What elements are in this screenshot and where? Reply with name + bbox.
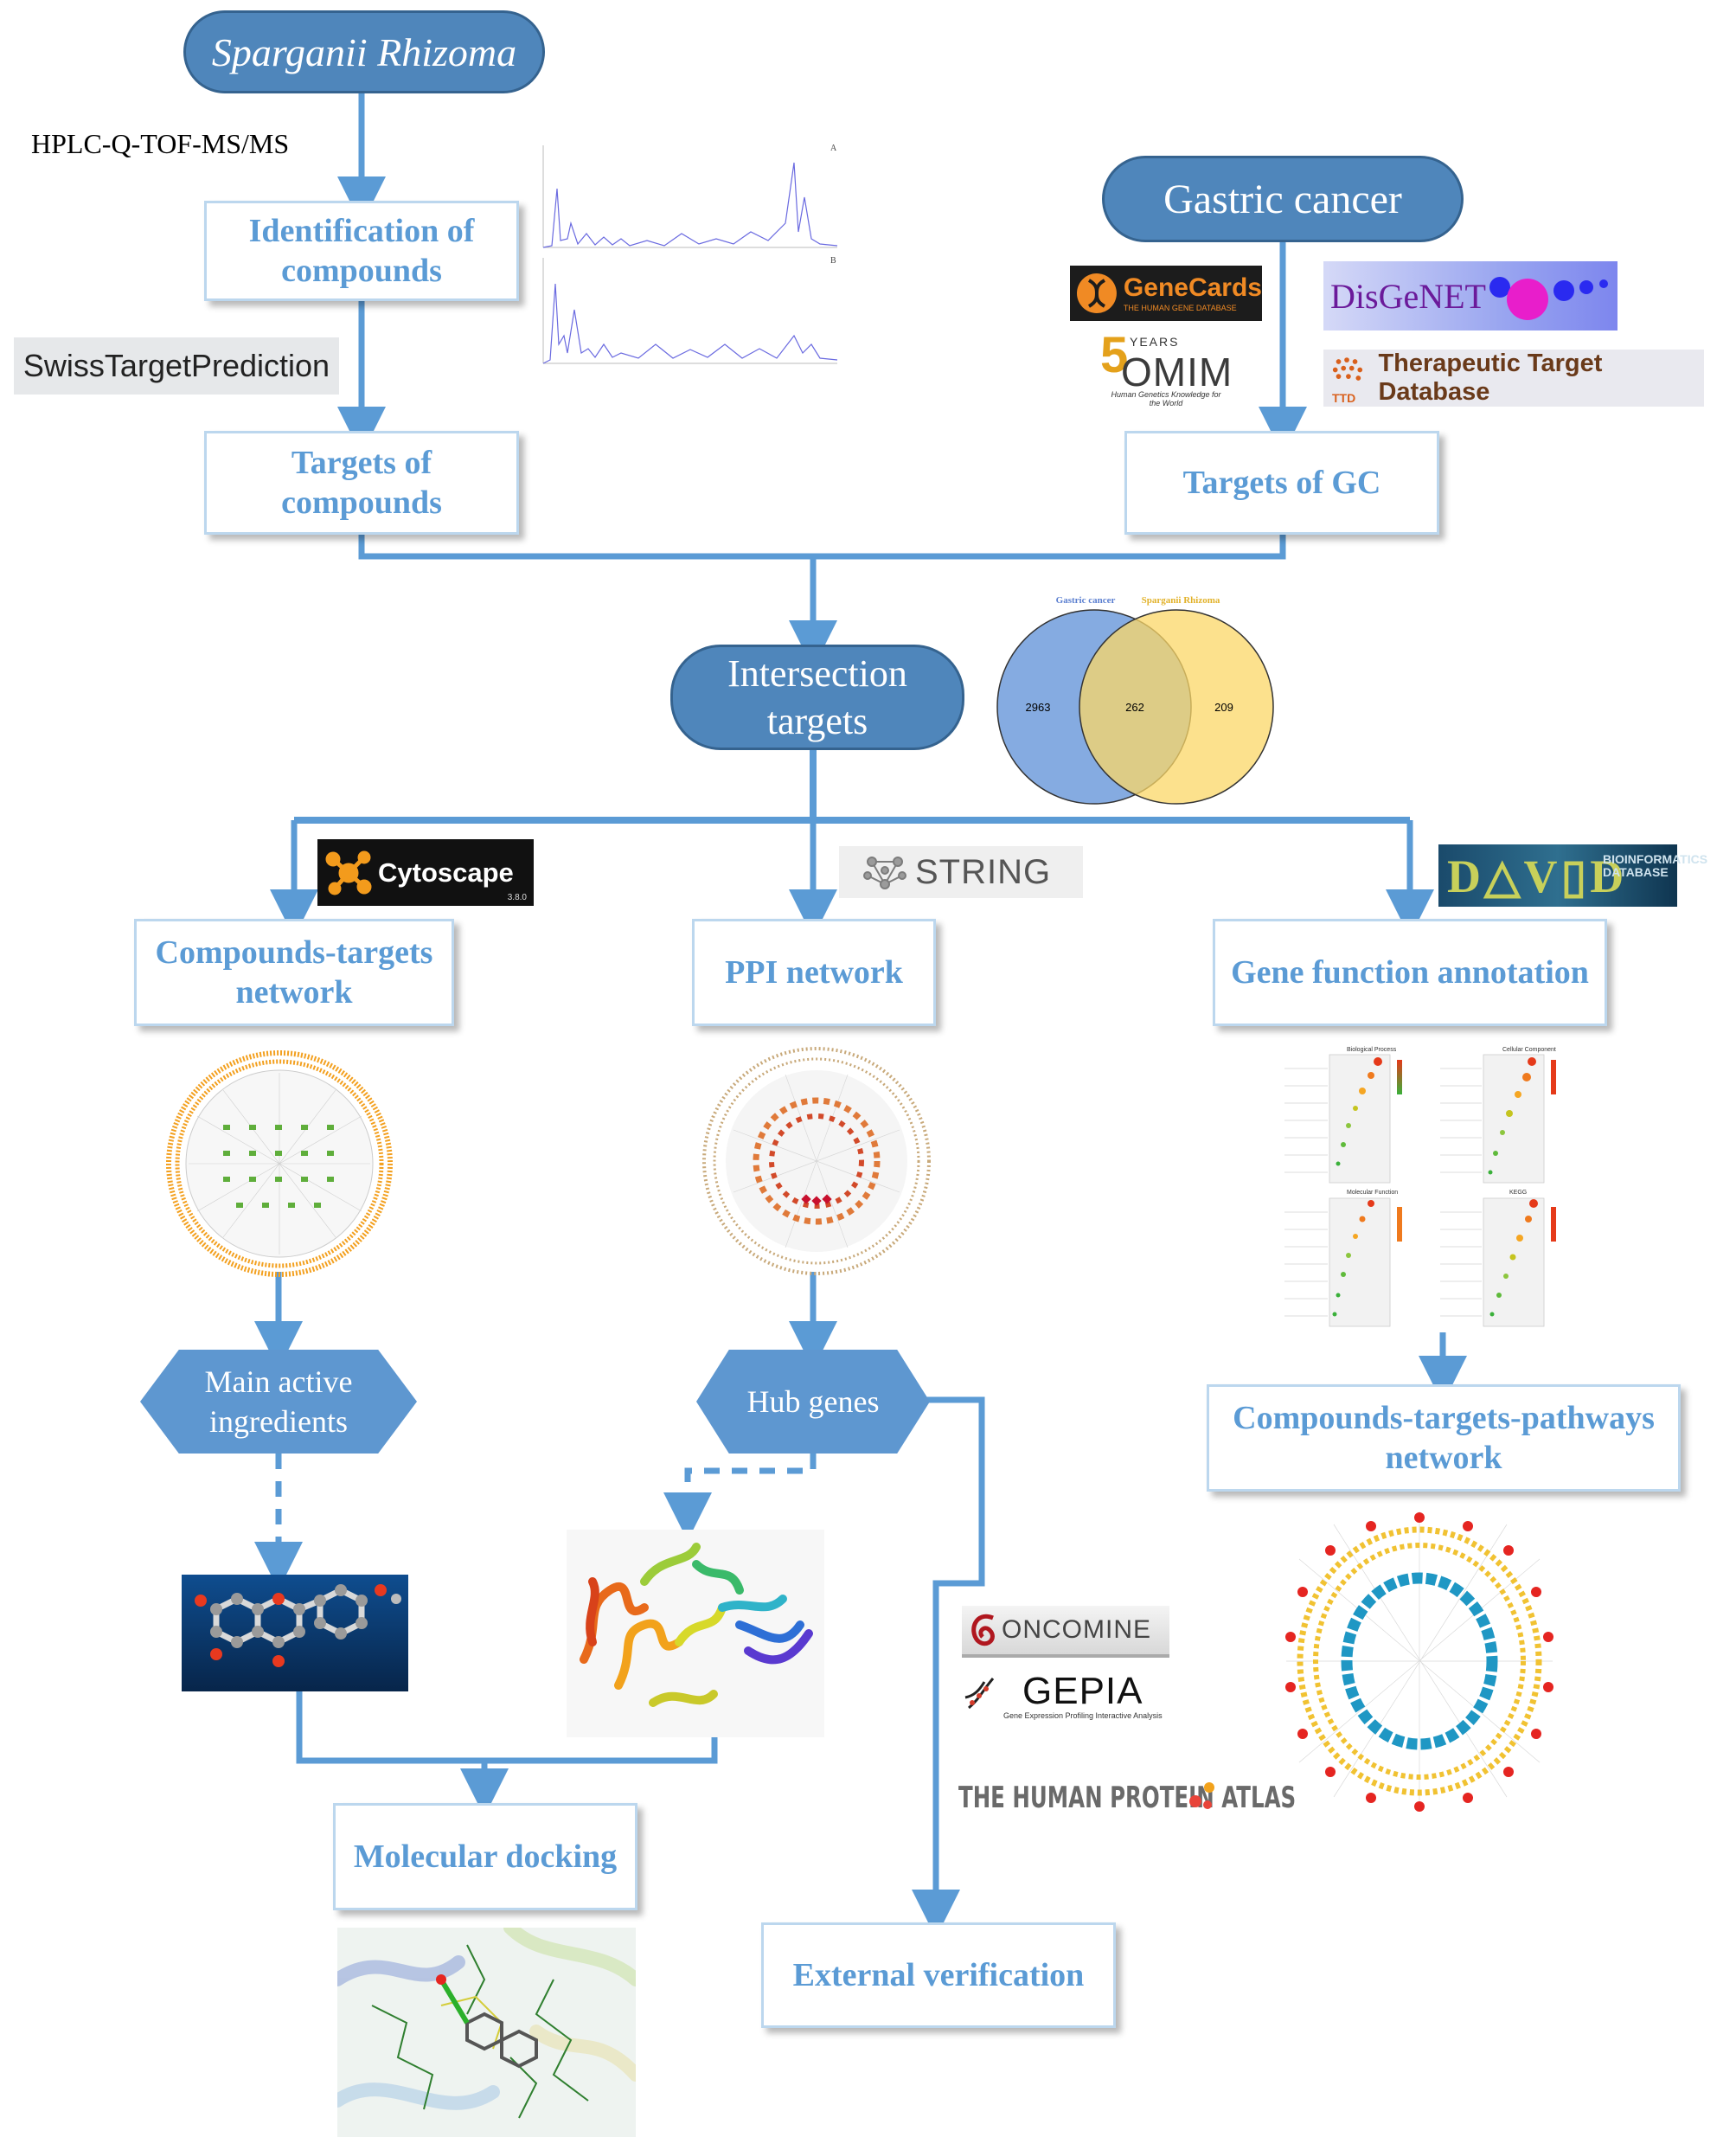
cytoscape-network-icon (325, 850, 372, 895)
ttd-logo: TTD Therapeutic Target Database (1323, 350, 1704, 407)
hub-genes-node: Hub genes (696, 1350, 930, 1454)
venn-right-only: 209 (1214, 701, 1233, 714)
go-mf-title: Molecular Function (1347, 1190, 1398, 1196)
genecards-logo: GeneCards THE HUMAN GENE DATABASE (1070, 266, 1262, 321)
genecards-dna-icon (1076, 273, 1117, 313)
cytoscape-name: Cytoscape (378, 857, 514, 888)
gepia-name: GEPIA (1022, 1670, 1143, 1712)
venn-left-label: Gastric cancer (1056, 595, 1116, 606)
ppi-network-thumbnail (702, 1047, 931, 1275)
venn-overlap: 262 (1125, 701, 1144, 714)
chromatogram-label-b: B (830, 256, 836, 266)
chromatogram-label-a: A (830, 144, 837, 153)
compounds-targets-network-thumbnail (166, 1050, 393, 1277)
oncomine-logo: ONCOMINE (962, 1606, 1169, 1658)
venn-diagram: Gastric cancer Sparganii Rhizoma 2963 26… (996, 595, 1274, 805)
go-kegg-title: KEGG (1509, 1190, 1527, 1196)
ppi-network-box: PPI network (692, 919, 936, 1026)
oncomine-name: ONCOMINE (1002, 1615, 1151, 1644)
protein-structure-thumbnail (567, 1530, 824, 1737)
go-bp-title: Biological Process (1347, 1047, 1397, 1053)
hplc-label: HPLC-Q-TOF-MS/MS (31, 128, 290, 159)
go-cc-title: Cellular Component (1502, 1047, 1556, 1053)
human-protein-atlas-logo: THE HUMAN PROTEIN ATLAS (958, 1775, 1296, 1824)
molecular-docking-box: Molecular docking (333, 1803, 637, 1910)
gepia-logo: GEPIA Gene Expression Profiling Interact… (962, 1670, 1169, 1722)
string-name: STRING (915, 852, 1052, 891)
hpa-name: THE HUMAN PROTEIN ATLAS (958, 1781, 1297, 1815)
gepia-subtitle: Gene Expression Profiling Interactive An… (1003, 1711, 1163, 1720)
venn-right-label: Sparganii Rhizoma (1142, 595, 1220, 606)
string-logo: STRING (839, 846, 1083, 898)
molecule-structure-thumbnail (182, 1575, 408, 1691)
compounds-targets-pathways-network-box: Compounds-targets-pathways network (1207, 1384, 1681, 1492)
ttd-abbr: TTD (1332, 391, 1356, 405)
hpa-dots-icon (1189, 1782, 1214, 1809)
main-active-ingredients-node: Main active ingredients (140, 1350, 417, 1454)
genecards-name: GeneCards (1123, 273, 1262, 302)
intersection-targets-node: Intersection targets (670, 645, 964, 750)
gastric-cancer-node: Gastric cancer (1102, 156, 1464, 242)
david-logo: D△V▯D BIOINFORMATICS DATABASE (1438, 844, 1708, 907)
venn-right-circle (1079, 609, 1274, 805)
cytoscape-logo: Cytoscape 3.8.0 (317, 839, 534, 906)
docking-pose-thumbnail (337, 1928, 636, 2137)
chromatogram-thumbnail: A B (542, 144, 838, 364)
string-network-icon (863, 857, 906, 889)
omim-logo: 5 YEARS OMIM Human Genetics Knowledge fo… (1100, 327, 1233, 408)
external-verification-box: External verification (761, 1922, 1116, 2028)
targets-of-compounds-box: Targets of compounds (204, 431, 519, 535)
omim-name: OMIM (1121, 350, 1233, 395)
ctp-network-thumbnail (1285, 1511, 1553, 1812)
ttd-dots-icon (1332, 357, 1363, 381)
omim-years: YEARS (1130, 335, 1180, 349)
disgenet-dots-icon (1489, 277, 1608, 320)
identification-of-compounds-box: Identification of compounds (204, 201, 519, 301)
oncomine-swirl-icon (971, 1614, 995, 1646)
cytoscape-version: 3.8.0 (507, 893, 527, 902)
disgenet-name: DisGeNET (1330, 276, 1486, 316)
compounds-targets-network-box: Compounds-targets network (134, 919, 454, 1026)
disgenet-logo: DisGeNET (1323, 261, 1617, 330)
sparganii-rhizoma-node: Sparganii Rhizoma (183, 10, 545, 93)
venn-left-only: 2963 (1026, 701, 1051, 714)
swisstargetprediction-label: SwissTargetPrediction (14, 337, 339, 395)
genecards-subtitle: THE HUMAN GENE DATABASE (1123, 303, 1237, 312)
omim-subtitle: Human Genetics Knowledge for the World (1111, 390, 1221, 408)
targets-of-gc-box: Targets of GC (1124, 431, 1439, 535)
gene-function-annotation-box: Gene function annotation (1213, 919, 1607, 1026)
ttd-name: Therapeutic Target Database (1378, 350, 1603, 406)
david-subtitle: BIOINFORMATICS DATABASE (1603, 852, 1708, 880)
gepia-dna-icon (964, 1678, 995, 1710)
go-kegg-enrichment-thumbnail: Biological Process Cellular Component Mo… (1276, 1043, 1589, 1332)
